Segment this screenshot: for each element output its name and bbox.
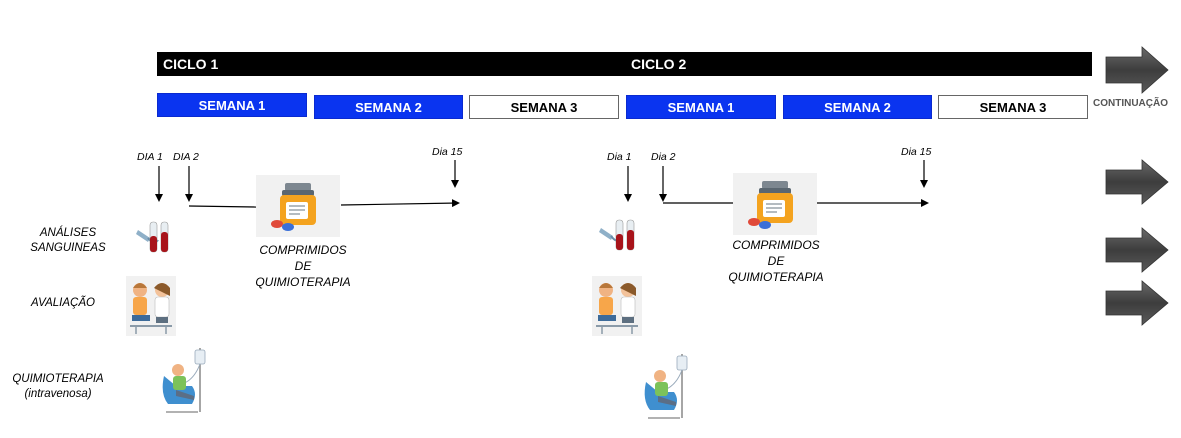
c2-pill-label-line-2: DE bbox=[767, 254, 785, 268]
blood-tubes-icon bbox=[599, 219, 635, 251]
iv-chemo-icon bbox=[162, 348, 206, 413]
blood-tests-label-line-2: SANGUINEAS bbox=[30, 242, 106, 254]
blood-tubes-icon bbox=[136, 221, 169, 253]
c2-day-2-label: Dia 2 bbox=[651, 151, 676, 163]
chemo-iv-label-line-2: (intravenosa) bbox=[24, 388, 92, 400]
pill-bottle-icon bbox=[733, 173, 817, 235]
cycle-2-label: CICLO 2 bbox=[631, 56, 687, 72]
cycle-1-bar: CICLO 1 bbox=[157, 52, 625, 76]
c1-week-1: SEMANA 1 bbox=[157, 93, 307, 117]
cycle-2-bar: CICLO 2 bbox=[625, 52, 1092, 76]
c2-pill-label: COMPRIMIDOS DE QUIMIOTERAPIA bbox=[711, 237, 841, 285]
c1-pill-label-line-3: QUIMIOTERAPIA bbox=[255, 275, 351, 289]
c2-pill-label-line-3: QUIMIOTERAPIA bbox=[728, 270, 824, 284]
c1-pill-line-right bbox=[340, 199, 460, 208]
c1-day-15-label: Dia 15 bbox=[432, 146, 463, 158]
continuation-label: CONTINUAÇÃO bbox=[1093, 98, 1168, 109]
big-arrow-icon bbox=[1105, 159, 1169, 205]
cycle-1-label: CICLO 1 bbox=[163, 56, 219, 72]
chemo-iv-label: QUIMIOTERAPIA (intravenosa) bbox=[8, 372, 108, 402]
blood-tests-label-line-1: ANÁLISES bbox=[39, 227, 97, 239]
c2-day-1-label: Dia 1 bbox=[607, 151, 632, 163]
c2-day-15-label: Dia 15 bbox=[901, 146, 932, 158]
c2-week-2: SEMANA 2 bbox=[783, 95, 932, 119]
c1-pill-label-line-1: COMPRIMIDOS bbox=[259, 243, 347, 257]
doctor-consult-icon bbox=[126, 276, 176, 336]
c1-pill-label-line-2: DE bbox=[294, 259, 312, 273]
c1-day-2-label: DIA 2 bbox=[173, 151, 199, 163]
big-arrow-icon bbox=[1105, 46, 1169, 94]
c2-week-3: SEMANA 3 bbox=[938, 95, 1088, 119]
evaluation-label: AVALIAÇÃO bbox=[31, 297, 95, 309]
big-arrow-icon bbox=[1105, 280, 1169, 326]
c2-pill-label-line-1: COMPRIMIDOS bbox=[732, 238, 820, 252]
pill-bottle-icon bbox=[256, 175, 340, 237]
chemo-iv-label-line-1: QUIMIOTERAPIA bbox=[12, 373, 104, 385]
c1-day-1-label: DIA 1 bbox=[137, 151, 163, 163]
blood-tests-label: ANÁLISES SANGUINEAS bbox=[18, 226, 118, 256]
doctor-consult-icon bbox=[592, 276, 642, 336]
big-arrow-icon bbox=[1105, 227, 1169, 273]
c1-week-3: SEMANA 3 bbox=[469, 95, 619, 119]
c1-week-2: SEMANA 2 bbox=[314, 95, 463, 119]
c2-week-1: SEMANA 1 bbox=[626, 95, 776, 119]
c1-pill-label: COMPRIMIDOS DE QUIMIOTERAPIA bbox=[238, 242, 368, 290]
iv-chemo-icon bbox=[644, 354, 688, 419]
c1-pill-line-left bbox=[188, 205, 257, 208]
